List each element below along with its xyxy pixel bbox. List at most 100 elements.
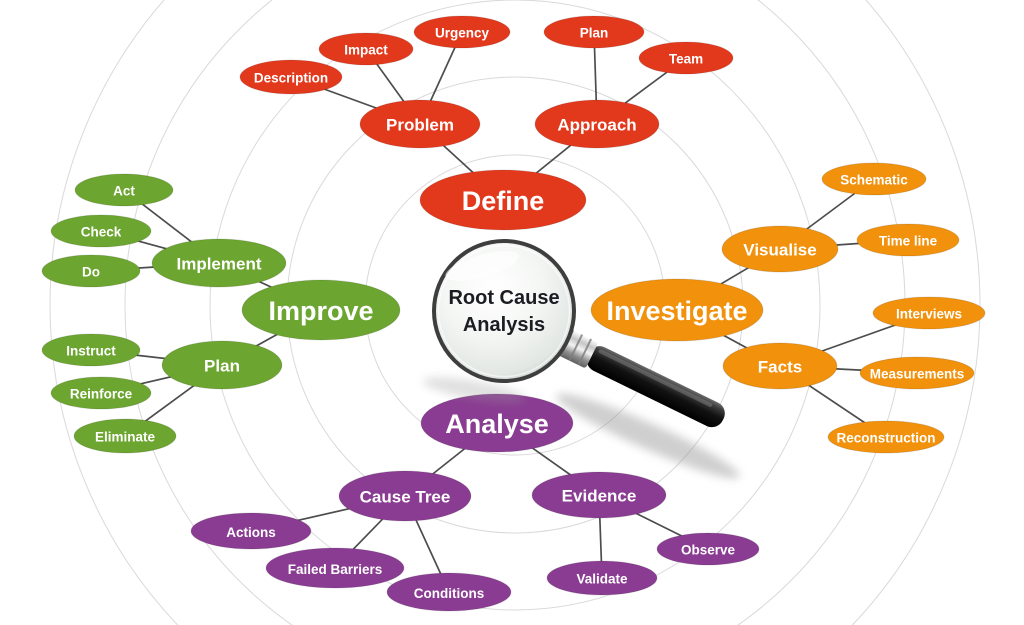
node-problem[interactable]: Problem <box>359 99 481 149</box>
node-check[interactable]: Check <box>50 214 152 248</box>
center-title-line1: Root Cause <box>448 287 559 309</box>
node-analyse[interactable]: Analyse <box>420 393 574 453</box>
node-description[interactable]: Description <box>239 59 343 95</box>
node-ellipse-actions[interactable] <box>190 512 312 550</box>
node-act[interactable]: Act <box>74 173 174 207</box>
node-label-reconstruction: Reconstruction <box>836 431 935 446</box>
node-ellipse-reinforce[interactable] <box>50 376 152 410</box>
node-ellipse-facts[interactable] <box>722 342 838 390</box>
node-label-evidence: Evidence <box>562 487 637 506</box>
node-observe[interactable]: Observe <box>656 532 760 566</box>
node-investigate[interactable]: Investigate <box>590 278 764 342</box>
node-ellipse-failed-barriers[interactable] <box>265 547 405 589</box>
node-label-failed-barriers: Failed Barriers <box>288 562 383 577</box>
node-label-conditions: Conditions <box>414 586 485 601</box>
node-conditions[interactable]: Conditions <box>386 572 512 612</box>
node-ellipse-description[interactable] <box>239 59 343 95</box>
node-instruct[interactable]: Instruct <box>41 333 141 367</box>
node-improve[interactable]: Improve <box>241 279 401 341</box>
node-ellipse-interviews[interactable] <box>872 296 986 330</box>
node-label-urgency: Urgency <box>435 26 490 41</box>
magnifying-glass-icon: Root Cause Analysis <box>422 239 740 479</box>
node-actions[interactable]: Actions <box>190 512 312 550</box>
node-ellipse-team[interactable] <box>638 41 734 75</box>
node-label-reinforce: Reinforce <box>70 387 133 402</box>
node-reconstruction[interactable]: Reconstruction <box>827 420 945 454</box>
node-do[interactable]: Do <box>41 254 141 288</box>
node-plan-improve[interactable]: Plan <box>161 340 283 390</box>
node-ellipse-visualise[interactable] <box>721 225 839 273</box>
node-eliminate[interactable]: Eliminate <box>73 418 177 454</box>
node-team[interactable]: Team <box>638 41 734 75</box>
node-label-actions: Actions <box>226 525 276 540</box>
node-reinforce[interactable]: Reinforce <box>50 376 152 410</box>
node-ellipse-schematic[interactable] <box>821 162 927 196</box>
node-time-line[interactable]: Time line <box>856 223 960 257</box>
background-ring <box>209 0 821 611</box>
node-label-schematic: Schematic <box>840 173 908 188</box>
node-ellipse-urgency[interactable] <box>413 15 511 49</box>
node-facts[interactable]: Facts <box>722 342 838 390</box>
node-ellipse-check[interactable] <box>50 214 152 248</box>
node-label-team: Team <box>669 52 703 67</box>
node-label-investigate: Investigate <box>606 296 747 326</box>
node-ellipse-do[interactable] <box>41 254 141 288</box>
node-failed-barriers[interactable]: Failed Barriers <box>265 547 405 589</box>
node-label-plan-approach: Plan <box>580 26 609 41</box>
handle-highlight <box>598 349 713 407</box>
node-ellipse-improve[interactable] <box>241 279 401 341</box>
node-label-plan-improve: Plan <box>204 357 240 376</box>
node-ellipse-implement[interactable] <box>151 238 287 288</box>
node-schematic[interactable]: Schematic <box>821 162 927 196</box>
node-ellipse-time-line[interactable] <box>856 223 960 257</box>
node-ellipse-cause-tree[interactable] <box>338 470 472 522</box>
node-label-impact: Impact <box>344 43 388 58</box>
center-title-line2: Analysis <box>463 314 545 336</box>
node-measurements[interactable]: Measurements <box>859 356 975 390</box>
node-define[interactable]: Define <box>419 169 587 231</box>
node-ellipse-investigate[interactable] <box>590 278 764 342</box>
node-plan-approach[interactable]: Plan <box>543 15 645 49</box>
node-cause-tree[interactable]: Cause Tree <box>338 470 472 522</box>
lens-glare <box>445 251 519 281</box>
node-ellipse-approach[interactable] <box>534 99 660 149</box>
node-ellipse-act[interactable] <box>74 173 174 207</box>
node-ellipse-plan-approach[interactable] <box>543 15 645 49</box>
node-evidence[interactable]: Evidence <box>531 471 667 519</box>
node-ellipse-reconstruction[interactable] <box>827 420 945 454</box>
node-approach[interactable]: Approach <box>534 99 660 149</box>
node-ellipse-evidence[interactable] <box>531 471 667 519</box>
node-ellipse-observe[interactable] <box>656 532 760 566</box>
node-ellipse-instruct[interactable] <box>41 333 141 367</box>
node-label-analyse: Analyse <box>445 409 549 439</box>
background-ring <box>49 0 981 625</box>
node-label-eliminate: Eliminate <box>95 430 156 445</box>
lens-shadow <box>422 377 526 403</box>
node-label-cause-tree: Cause Tree <box>360 488 451 507</box>
node-label-interviews: Interviews <box>896 307 962 322</box>
node-visualise[interactable]: Visualise <box>721 225 839 273</box>
node-ellipse-conditions[interactable] <box>386 572 512 612</box>
node-label-facts: Facts <box>758 358 802 377</box>
node-label-check: Check <box>81 225 122 240</box>
lens-inner-ring <box>437 244 571 378</box>
node-ellipse-define[interactable] <box>419 169 587 231</box>
node-label-time-line: Time line <box>879 234 938 249</box>
node-validate[interactable]: Validate <box>546 560 658 596</box>
node-ellipse-impact[interactable] <box>318 32 414 66</box>
magnifier-handle <box>586 346 725 428</box>
node-ellipse-validate[interactable] <box>546 560 658 596</box>
node-urgency[interactable]: Urgency <box>413 15 511 49</box>
node-implement[interactable]: Implement <box>151 238 287 288</box>
node-label-visualise: Visualise <box>743 241 816 260</box>
node-ellipse-problem[interactable] <box>359 99 481 149</box>
node-ellipse-measurements[interactable] <box>859 356 975 390</box>
node-ellipse-eliminate[interactable] <box>73 418 177 454</box>
node-impact[interactable]: Impact <box>318 32 414 66</box>
node-label-implement: Implement <box>176 255 261 274</box>
node-ellipse-plan-improve[interactable] <box>161 340 283 390</box>
node-label-improve: Improve <box>268 296 373 326</box>
node-interviews[interactable]: Interviews <box>872 296 986 330</box>
